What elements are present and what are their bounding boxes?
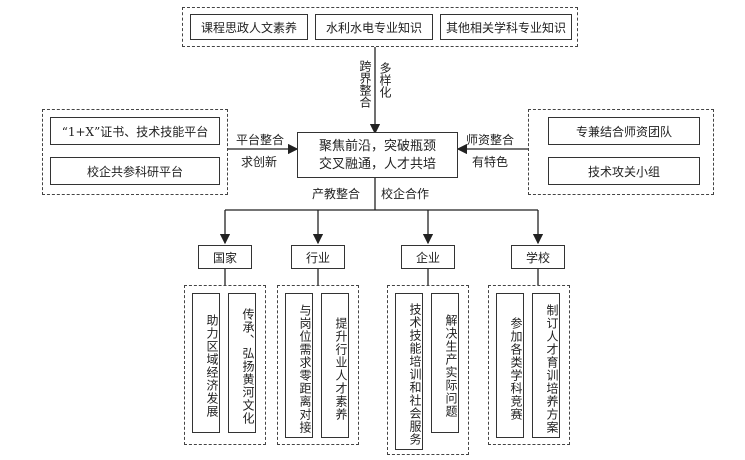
- bottom-label-2: 校企合作: [381, 187, 430, 201]
- branch-enterprise-item-1: 技术技能培训和社会服务: [395, 293, 423, 450]
- center-box: 聚焦前沿，突破瓶颈 交叉融通，人才共培: [297, 132, 458, 178]
- branch-label-industry: 行业: [291, 245, 345, 269]
- right-item-2: 技术攻关小组: [548, 157, 700, 185]
- left-label-1: 平台整合: [236, 133, 285, 147]
- left-label-2: 求创新: [241, 155, 278, 169]
- right-label-1: 师资整合: [466, 133, 515, 147]
- branch-national-item-1: 助力区域经济发展: [192, 293, 220, 433]
- left-item-2: 校企共参科研平台: [50, 157, 220, 185]
- center-line-2: 交叉融通，人才共培: [318, 157, 436, 172]
- top-label-1: 跨界整合: [358, 60, 372, 108]
- branch-group-national: [184, 285, 266, 445]
- branch-national-item-2: 传承、弘扬黄河文化: [228, 293, 256, 433]
- top-item-1: 课程思政人文素养: [190, 14, 308, 40]
- branch-label-school: 学校: [511, 245, 565, 269]
- branch-label-enterprise: 企业: [401, 245, 455, 269]
- left-group: [42, 109, 228, 195]
- center-line-1: 聚焦前沿，突破瓶颈: [318, 139, 436, 154]
- right-item-1: 专兼结合师资团队: [548, 117, 700, 145]
- top-item-2: 水利水电专业知识: [315, 14, 433, 40]
- branch-group-enterprise: [387, 285, 469, 455]
- branch-school-item-1: 参加各类学科竞赛: [496, 293, 524, 438]
- branch-group-industry: [277, 285, 359, 445]
- branch-industry-item-2: 提升行业人才素养: [321, 293, 349, 438]
- top-item-3: 其他相关学科专业知识: [440, 14, 572, 40]
- branch-enterprise-item-2: 解决生产实际问题: [431, 293, 459, 433]
- right-group: [528, 109, 714, 195]
- branch-group-school: [488, 285, 570, 445]
- top-group: [182, 7, 578, 47]
- bottom-label-1: 产教整合: [312, 187, 361, 201]
- right-label-2: 有特色: [472, 155, 509, 169]
- branch-industry-item-1: 与岗位需求零距离对接: [285, 293, 313, 438]
- branch-school-item-2: 制订人才育训培养方案: [532, 293, 560, 438]
- left-item-1: “1+X”证书、技术技能平台: [50, 117, 220, 145]
- branch-label-national: 国家: [198, 245, 252, 269]
- top-label-2: 多样化: [378, 62, 392, 98]
